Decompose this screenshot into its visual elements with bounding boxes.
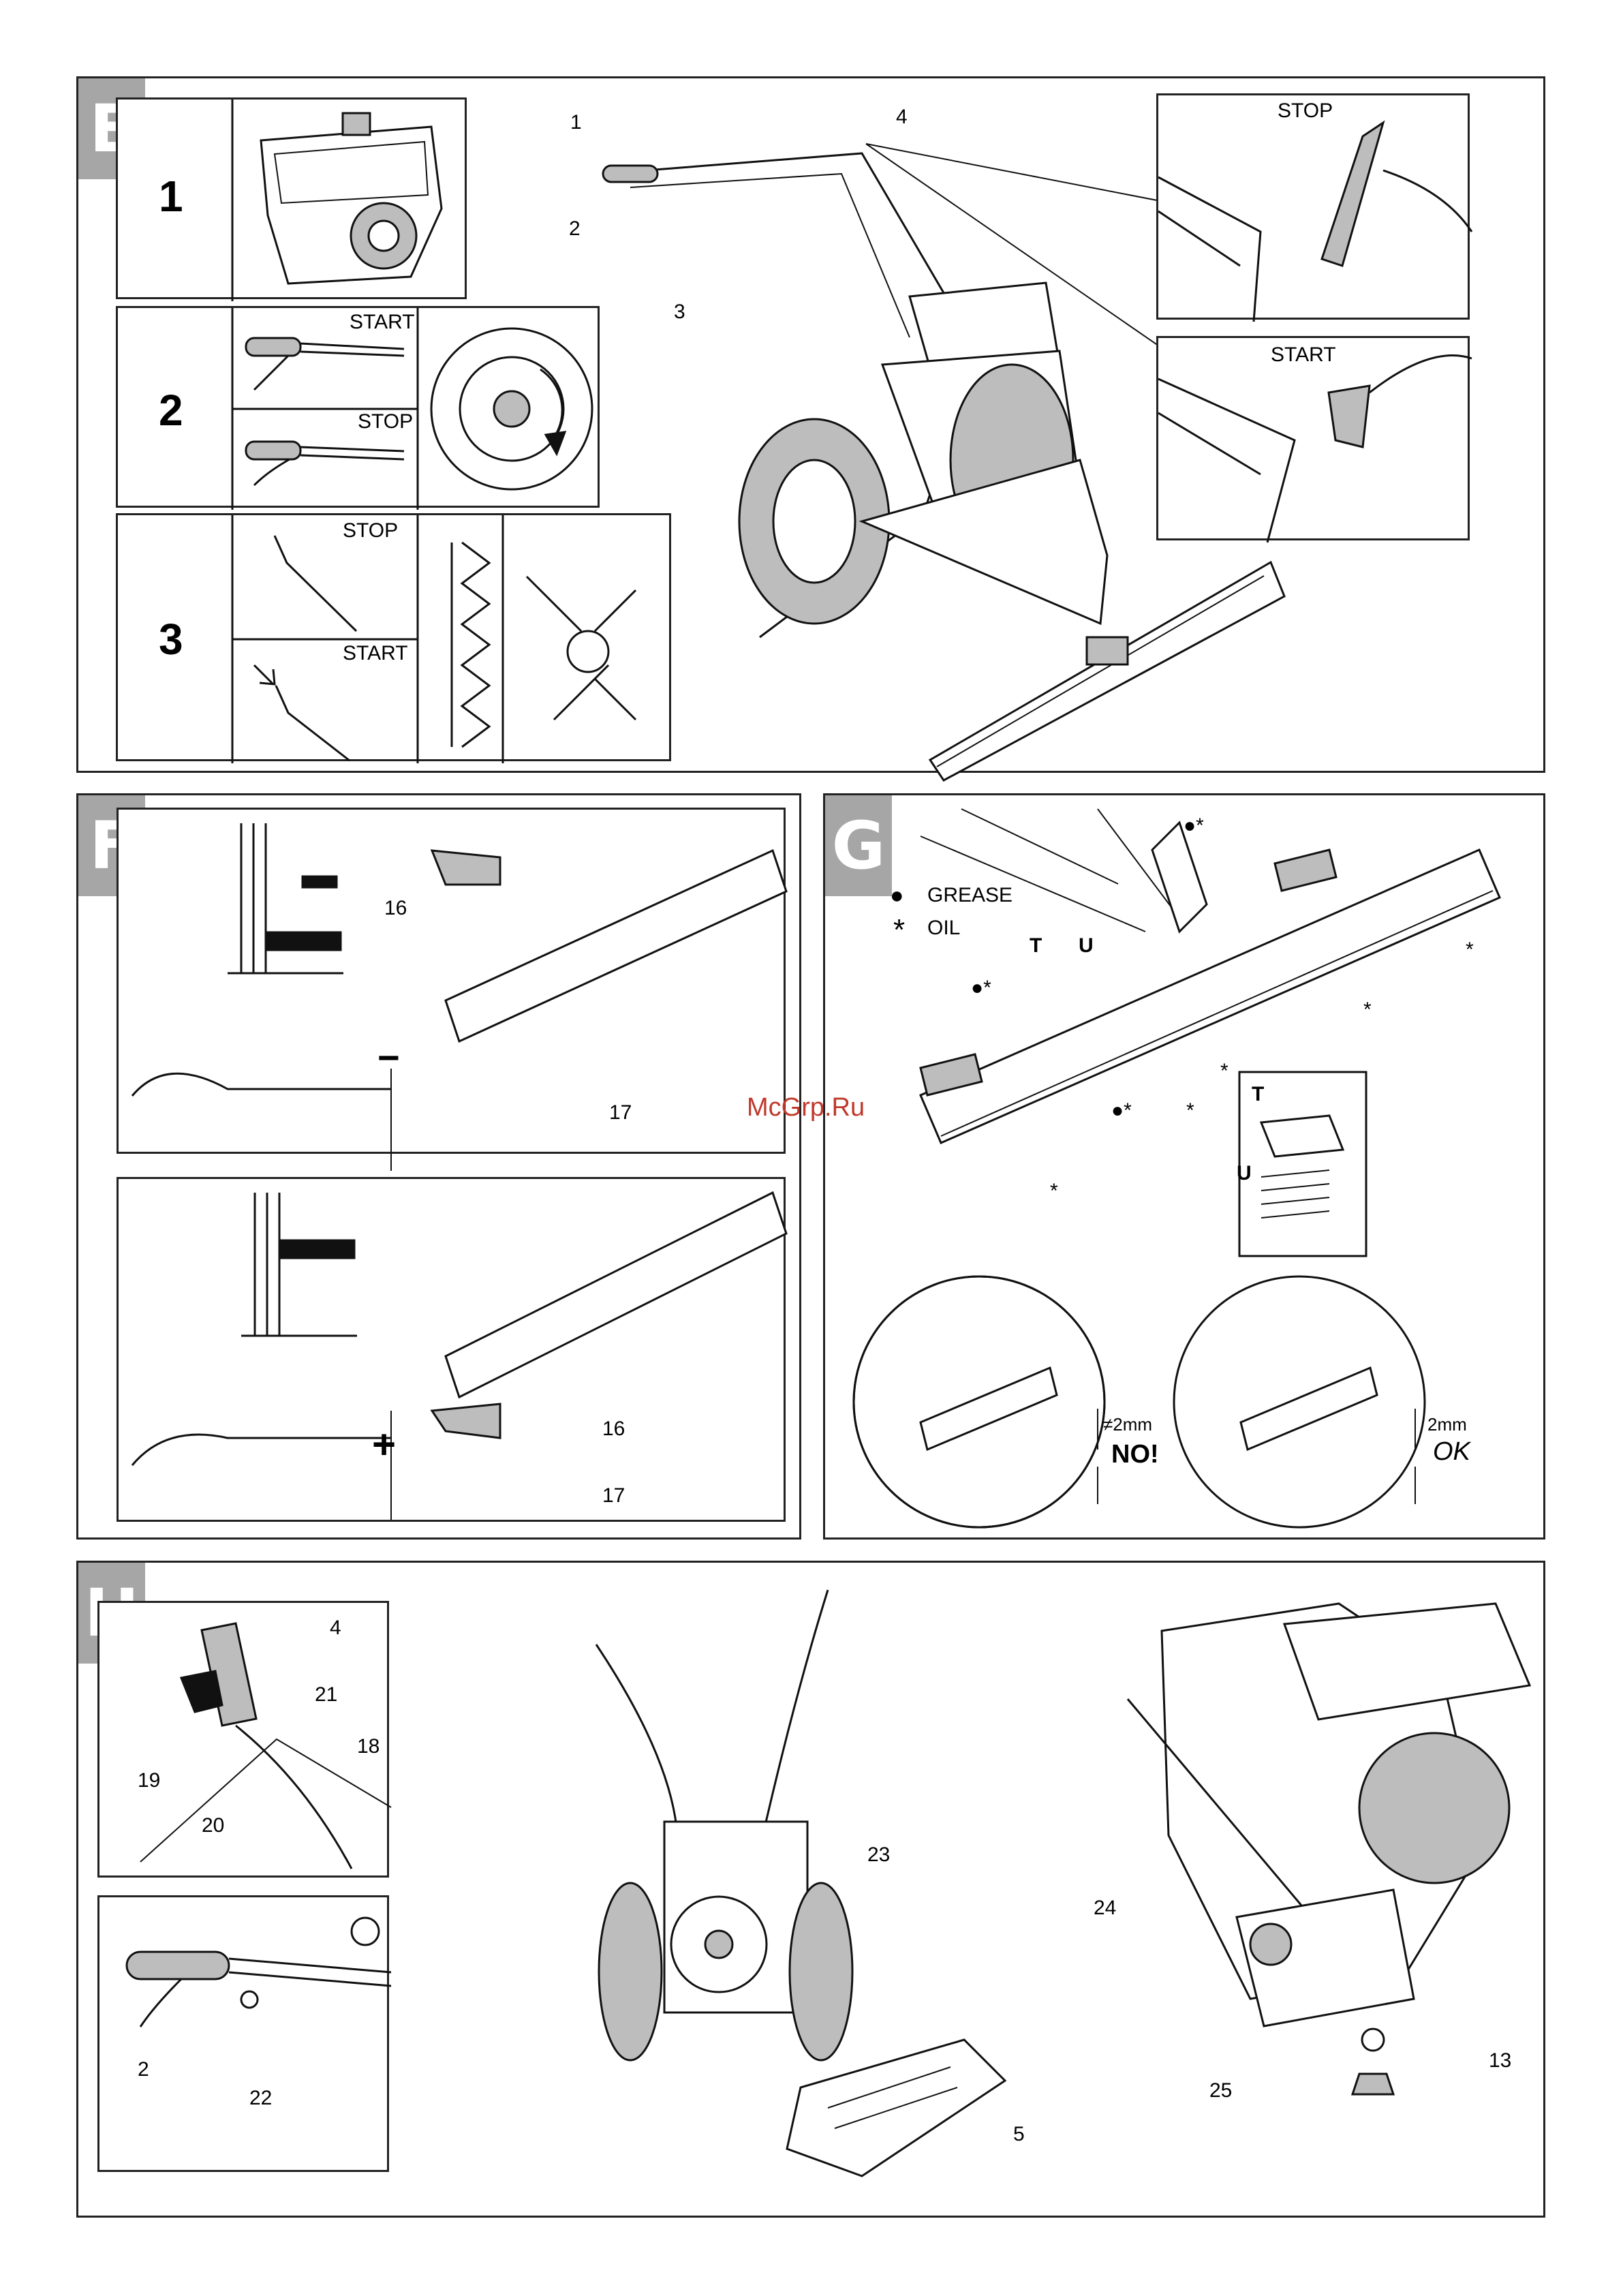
cut-high-illustration xyxy=(119,1179,788,1524)
g-letter-u-main: U xyxy=(1079,936,1094,956)
e-callout-2: 2 xyxy=(569,219,581,239)
section-g-panel: G ● GREASE * OIL T U T U ●* ●* ●* * * * … xyxy=(823,793,1545,1540)
f-bottom-callout-17: 17 xyxy=(602,1486,625,1506)
section-f-panel: F − 16 17 + 16 17 xyxy=(76,793,801,1540)
g-mark-2: ●* xyxy=(971,978,991,998)
g-mark-6: * xyxy=(1186,1101,1194,1121)
h-callout-24: 24 xyxy=(1094,1898,1116,1918)
start-lever-illustration xyxy=(1158,338,1472,542)
g-mark-7: * xyxy=(1050,1181,1058,1201)
g-verdict-right: OK xyxy=(1433,1439,1470,1465)
g-gap-right: 2mm xyxy=(1427,1415,1467,1433)
watermark: McGrp.Ru xyxy=(747,1093,865,1122)
g-verdict-wrong: NO! xyxy=(1111,1441,1159,1467)
f-minus-sign: − xyxy=(377,1039,400,1077)
e-callout-3: 3 xyxy=(674,302,685,322)
f-top-callout-17: 17 xyxy=(609,1103,632,1123)
h-callout-25: 25 xyxy=(1209,2081,1232,2101)
f-top-callout-16: 16 xyxy=(384,898,407,919)
g-mark-1: ●* xyxy=(1184,816,1204,836)
g-letter-t-main: T xyxy=(1030,936,1042,956)
start-inset: START xyxy=(1156,336,1470,540)
g-mark-5: * xyxy=(1363,1000,1372,1020)
g-letter-u-detail: U xyxy=(1237,1163,1252,1184)
section-e-panel: E 1 2 START STOP xyxy=(76,76,1545,773)
e-callout-1: 1 xyxy=(570,112,582,133)
f-plus-box: + 16 17 xyxy=(117,1177,786,1522)
f-plus-sign: + xyxy=(372,1424,396,1465)
f-bottom-callout-16: 16 xyxy=(602,1419,625,1439)
g-mark-8: * xyxy=(1220,1061,1228,1082)
h-callout-13: 13 xyxy=(1489,2051,1511,2071)
e-callout-4: 4 xyxy=(896,107,908,127)
f-minus-box: − 16 17 xyxy=(117,808,786,1154)
section-h-panel: H 4 21 18 19 20 2 22 23 xyxy=(76,1561,1545,2218)
g-mark-4: * xyxy=(1466,940,1474,960)
g-mark-3: ●* xyxy=(1111,1101,1132,1121)
g-letter-t-detail: T xyxy=(1252,1084,1264,1105)
cut-low-illustration xyxy=(119,810,788,1156)
stop-lever-illustration xyxy=(1158,95,1472,322)
stop-inset: STOP xyxy=(1156,93,1470,320)
g-gap-wrong: ≠2mm xyxy=(1103,1415,1152,1433)
gearbox-illustration xyxy=(78,1563,1547,2220)
